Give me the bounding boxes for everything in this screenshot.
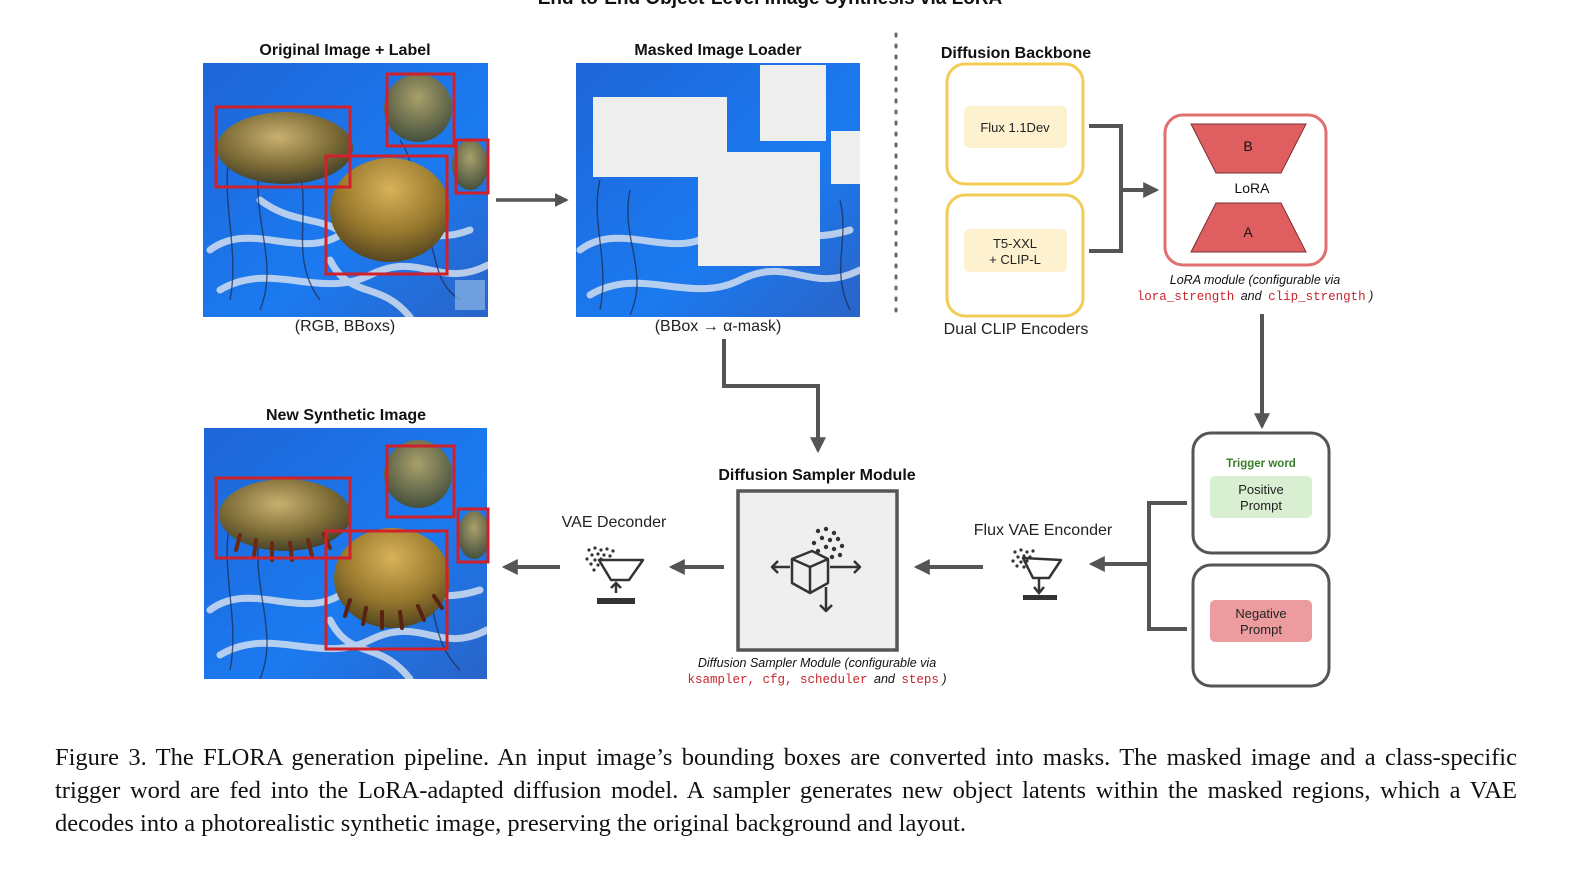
vae-decoder-icon — [585, 546, 645, 604]
trigger-word-label: Trigger word — [1226, 458, 1296, 470]
flux-box — [964, 106, 1067, 148]
figure-caption: Figure 3. The FLORA generation pipeline.… — [55, 744, 1517, 837]
encoder-label-line2: + CLIP-L — [989, 252, 1041, 267]
synthetic-bounding-boxes — [214, 444, 490, 651]
bbox — [214, 105, 352, 189]
bbox — [456, 507, 490, 564]
original-image — [203, 63, 488, 317]
bbox — [324, 529, 449, 651]
positive-prompt-line2: Prompt — [1240, 498, 1282, 513]
lora-a-label: A — [1243, 224, 1253, 240]
lora-center-label: LoRA — [1234, 180, 1270, 196]
positive-prompt-box — [1210, 476, 1312, 518]
lora-b-block — [1190, 123, 1307, 174]
arrow-masked-to-sampler — [722, 339, 826, 454]
sampler-param-steps: steps — [901, 673, 939, 687]
bbox — [214, 476, 352, 560]
sampler-caption-line2: ksampler, cfg, scheduler and steps ) — [687, 672, 946, 687]
sampler-caption-line1: Diffusion Sampler Module (configurable v… — [698, 656, 936, 670]
backbone-merge-connector — [1089, 124, 1123, 253]
flux-label: Flux 1.1Dev — [980, 120, 1050, 135]
diagram-title: End-to-End Object-Level Image Synthesis … — [538, 0, 1003, 9]
masked-loader-title: Masked Image Loader — [634, 42, 801, 59]
negative-prompt-box — [1210, 600, 1312, 642]
bbox — [385, 444, 456, 519]
original-image-subtitle: (RGB, BBoxs) — [295, 318, 395, 335]
vae-encoder-icon — [1011, 548, 1063, 600]
negative-prompt-line1: Negative — [1235, 606, 1286, 621]
sampler-params: ksampler, cfg, scheduler — [687, 673, 867, 687]
lora-param-strength: lora_strength — [1137, 290, 1235, 304]
vae-encoder-label: Flux VAE Enconder — [974, 522, 1113, 539]
lora-and-word: and — [1241, 289, 1263, 303]
lora-caption-line1: LoRA module (configurable via — [1170, 273, 1341, 287]
lora-b-label: B — [1243, 138, 1252, 154]
sampler-box — [736, 489, 899, 652]
synthetic-image — [204, 428, 487, 679]
encoder-label-line1: T5-XXL — [993, 236, 1037, 251]
sampler-and-word: and — [874, 672, 896, 686]
backbone-title: Diffusion Backbone — [941, 45, 1091, 62]
masked-image — [576, 63, 860, 317]
sampler-close-paren: ) — [940, 672, 946, 686]
bbox — [385, 72, 456, 148]
prompts-merge-connector — [1147, 501, 1187, 631]
bounding-boxes — [214, 72, 490, 276]
vae-decoder-label: VAE Deconder — [562, 514, 667, 531]
original-image-title: Original Image + Label — [259, 42, 430, 59]
encoder-box — [964, 229, 1067, 272]
lora-a-block — [1190, 202, 1307, 253]
encoders-caption: Dual CLIP Encoders — [944, 321, 1089, 338]
bbox — [454, 138, 490, 195]
lora-param-clip: clip_strength — [1268, 290, 1366, 304]
lora-caption-line2: lora_strength and clip_strength ) — [1137, 289, 1374, 304]
sampler-title: Diffusion Sampler Module — [718, 467, 915, 484]
positive-prompt-line1: Positive — [1238, 482, 1284, 497]
masked-loader-subtitle: (BBox → α-mask) — [655, 318, 782, 335]
bbox — [324, 154, 449, 276]
negative-prompt-line2: Prompt — [1240, 622, 1282, 637]
synthetic-image-title: New Synthetic Image — [266, 407, 426, 424]
cube-icon — [770, 526, 862, 613]
lora-close-paren: ) — [1367, 289, 1373, 303]
